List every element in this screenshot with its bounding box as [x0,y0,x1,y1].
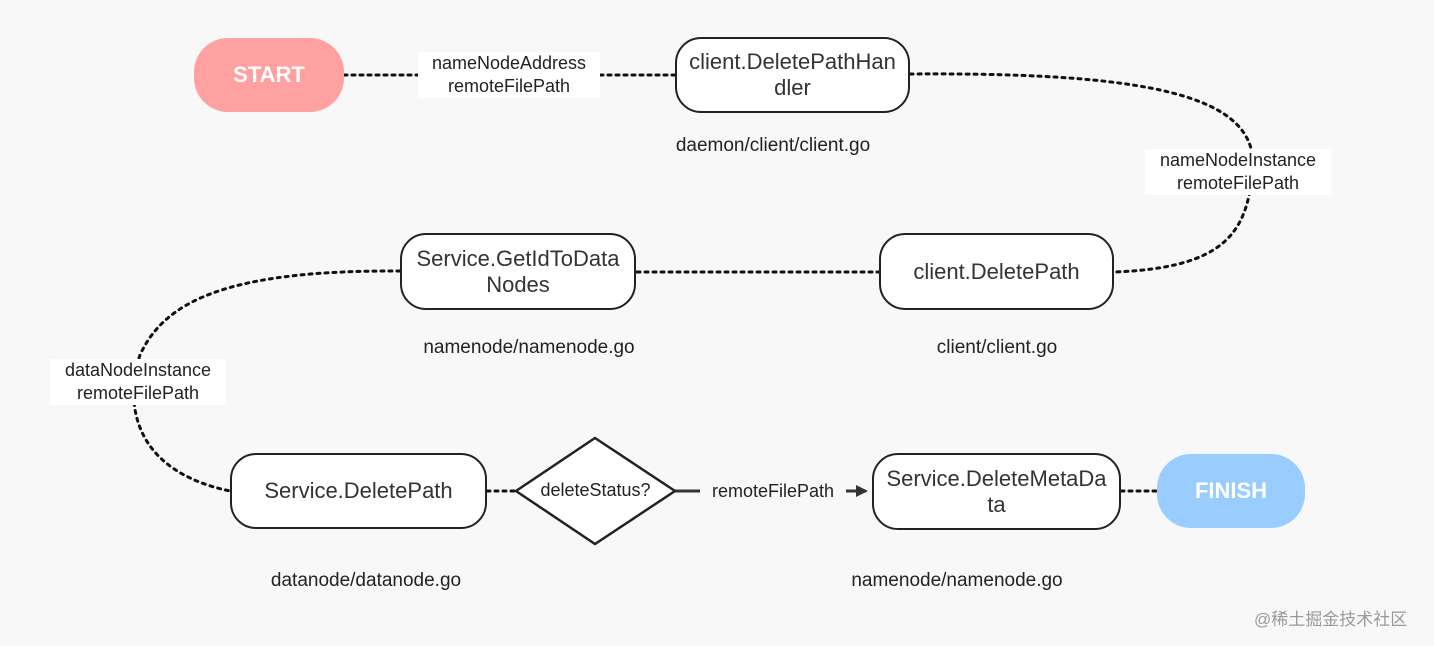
service-get-id-to-data-nodes-node: Service.GetIdToDataNodes [400,233,636,310]
edge-handler-to-deletepath [908,72,1255,274]
edge-getid-to-service-deletepath [132,269,402,493]
decision-diamond [513,436,678,546]
edge-label-line: dataNodeInstance [64,360,212,380]
service-delete-meta-data-node: Service.DeleteMetaData [872,453,1121,530]
file-namenode-bottom: namenode/namenode.go [851,570,1063,591]
file-daemon-client: daemon/client/client.go [675,135,871,156]
start-label: START [233,62,305,87]
client-delete-path-node: client.DeletePath [879,233,1114,310]
service-delete-meta-data-label: Service.DeleteMetaData [886,465,1107,517]
file-datanode: datanode/datanode.go [270,570,462,591]
edge-label-line: remoteFilePath [447,76,571,96]
file-client-client: client/client.go [936,337,1058,358]
service-delete-path-label: Service.DeletePath [264,478,453,503]
finish-label: FINISH [1194,478,1268,503]
edge-label-line: remoteFilePath [1176,173,1300,193]
edge-label-decision-to-deletemeta: remoteFilePath [700,480,846,503]
start-node: START [194,38,344,112]
edge-label-getid-to-service-deletepath: dataNodeInstance remoteFilePath [50,359,226,405]
service-get-id-to-data-nodes-label: Service.GetIdToDataNodes [416,245,620,297]
edge-label-line: nameNodeInstance [1159,150,1317,170]
service-delete-path-node: Service.DeletePath [230,453,487,529]
edge-label-line: remoteFilePath [76,383,200,403]
client-delete-path-handler-label: client.DeletePathHandler [689,49,896,100]
finish-node: FINISH [1157,454,1305,528]
watermark: @稀土掘金技术社区 [1254,610,1408,629]
edge-label-handler-to-deletepath: nameNodeInstance remoteFilePath [1145,149,1331,195]
client-delete-path-label: client.DeletePath [913,258,1080,284]
delete-status-decision-label: deleteStatus? [540,480,651,500]
edge-label-start-to-handler: nameNodeAddress remoteFilePath [418,52,600,98]
client-delete-path-handler-node: client.DeletePathHandler [675,37,910,113]
file-namenode-top: namenode/namenode.go [423,337,635,358]
edge-label-line: nameNodeAddress [431,53,587,73]
